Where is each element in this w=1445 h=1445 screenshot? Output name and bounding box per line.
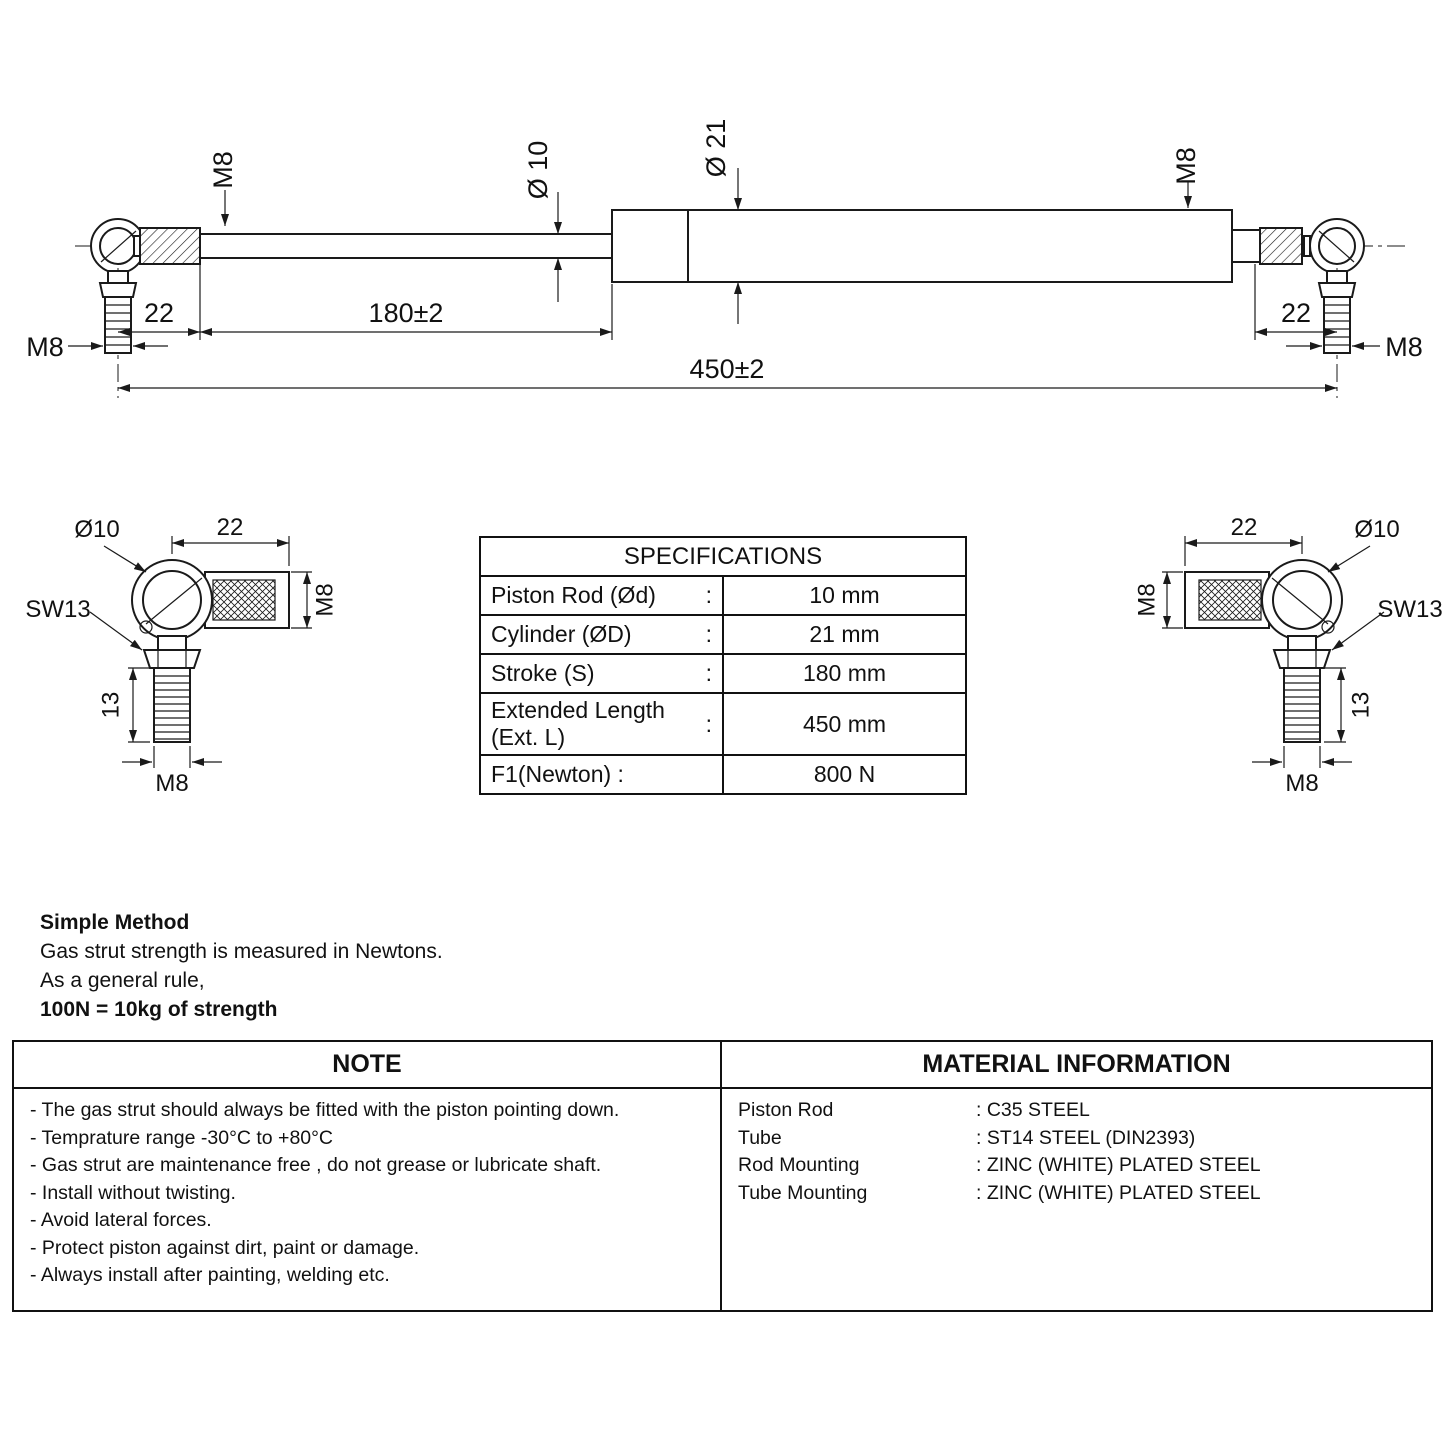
detail-right-sw13: SW13 (1377, 596, 1442, 623)
spec-value: 10 mm (722, 575, 967, 616)
dim-extended-length: 450±2 (690, 354, 765, 384)
spec-value: 450 mm (722, 692, 967, 756)
detail-left-m8-stud: M8 (155, 770, 188, 797)
left-end-fitting-detail: Ø10 22 M8 SW13 13 M8 (25, 514, 338, 797)
simple-method-line1: Gas strut strength is measured in Newton… (40, 940, 443, 963)
detail-left-m8-side: M8 (311, 583, 338, 616)
material-value: : C35 STEEL (976, 1099, 1090, 1121)
simple-method-line2: As a general rule, (40, 969, 205, 992)
detail-left-d10-label: Ø10 (74, 516, 119, 543)
spec-label: Piston Rod (Ød) (491, 582, 656, 608)
spec-colon: : (705, 710, 712, 737)
main-view-dimensions: M8 Ø 10 Ø 21 M8 22 180±2 22 450±2 M8 M8 (26, 119, 1423, 392)
detail-left-dim22: 22 (217, 514, 244, 541)
m8-tube-end-label: M8 (1171, 147, 1201, 185)
right-stud (1323, 296, 1351, 354)
detail-left-dim13: 13 (97, 692, 124, 719)
m8-stud-left-label: M8 (26, 332, 64, 362)
detail-right-dim13: 13 (1347, 692, 1374, 719)
cylinder-tube (611, 209, 1233, 283)
material-label: Piston Rod (738, 1099, 834, 1121)
simple-method-title: Simple Method (40, 911, 190, 934)
spec-colon: : (705, 621, 712, 647)
m8-stud-right-label: M8 (1385, 332, 1423, 362)
note-item: - Install without twisting. (30, 1181, 236, 1204)
detail-left-sw13: SW13 (25, 596, 90, 623)
dim-22-right: 22 (1281, 298, 1311, 328)
spec-label: Extended Length (Ext. L) (491, 697, 665, 750)
dim-stroke: 180±2 (369, 298, 444, 328)
cylinder-diameter-label: Ø 21 (701, 119, 731, 178)
spec-colon: : (705, 582, 712, 608)
material-value: : ST14 STEEL (DIN2393) (976, 1126, 1196, 1149)
detail-right-m8-stud: M8 (1285, 770, 1318, 797)
material-label: Rod Mounting (738, 1154, 860, 1176)
spec-value: 180 mm (722, 653, 967, 694)
spec-value: 800 N (722, 754, 967, 795)
note-item: - Always install after painting, welding… (30, 1264, 390, 1286)
note-item: - Avoid lateral forces. (30, 1209, 212, 1231)
simple-method-block: Simple Method Gas strut strength is meas… (40, 908, 443, 1024)
dim-22-left: 22 (144, 298, 174, 328)
material-value: : ZINC (WHITE) PLATED STEEL (976, 1181, 1261, 1204)
material-row: Tube : ST14 STEEL (DIN2393) (738, 1125, 1415, 1153)
material-label: Tube Mounting (738, 1181, 868, 1204)
note-header: NOTE (14, 1042, 722, 1089)
material-list: Piston Rod : C35 STEEL Tube : ST14 STEEL… (722, 1089, 1431, 1310)
simple-method-line3: 100N = 10kg of strength (40, 998, 278, 1021)
spec-row-piston-rod: Piston Rod (Ød): 10 mm (479, 575, 967, 616)
spec-row-cylinder: Cylinder (ØD): 21 mm (479, 614, 967, 655)
specifications-table: SPECIFICATIONS Piston Rod (Ød): 10 mm Cy… (479, 536, 967, 795)
detail-right-dim22: 22 (1231, 514, 1258, 541)
material-label: Tube (738, 1126, 782, 1149)
specifications-title: SPECIFICATIONS (479, 536, 967, 577)
technical-drawing: M8 Ø 10 Ø 21 M8 22 180±2 22 450±2 M8 M8 (25, 119, 1442, 797)
note-material-table: NOTE MATERIAL INFORMATION - The gas stru… (12, 1040, 1433, 1312)
rod-end-thread-hatch (139, 227, 201, 265)
note-item: - Temprature range -30°C to +80°C (30, 1126, 334, 1149)
detail-right-d10-label: Ø10 (1354, 516, 1399, 543)
spec-label: Cylinder (ØD) (491, 621, 632, 647)
spec-colon: : (705, 660, 712, 686)
note-item: - Gas strut are maintenance free , do no… (30, 1154, 602, 1176)
right-end-fitting-detail: Ø10 22 M8 SW13 13 M8 (1133, 514, 1442, 797)
spec-value: 21 mm (722, 614, 967, 655)
material-header: MATERIAL INFORMATION (722, 1042, 1431, 1089)
spec-row-extended-length: Extended Length (Ext. L): 450 mm (479, 692, 967, 756)
detail-right-m8-side: M8 (1133, 583, 1160, 616)
rod-diameter-label: Ø 10 (523, 141, 553, 200)
material-row: Tube Mounting : ZINC (WHITE) PLATED STEE… (738, 1180, 1415, 1208)
material-row: Rod Mounting : ZINC (WHITE) PLATED STEEL (738, 1152, 1415, 1180)
m8-rod-end-label: M8 (208, 151, 238, 189)
spec-row-stroke: Stroke (S): 180 mm (479, 653, 967, 694)
piston-rod (199, 233, 613, 259)
material-row: Piston Rod : C35 STEEL (738, 1097, 1415, 1125)
spec-row-f1-newton: F1(Newton) : 800 N (479, 754, 967, 795)
material-value: : ZINC (WHITE) PLATED STEEL (976, 1154, 1261, 1176)
left-stud (104, 296, 132, 354)
note-item: - The gas strut should always be fitted … (30, 1099, 620, 1121)
spec-label: Stroke (S) (491, 660, 595, 686)
tube-end-thread-hatch (1259, 227, 1303, 265)
note-list: - The gas strut should always be fitted … (14, 1089, 722, 1310)
note-item: - Protect piston against dirt, paint or … (30, 1236, 420, 1259)
gas-strut-main-view (75, 209, 1408, 398)
spec-label: F1(Newton) : (491, 761, 624, 787)
